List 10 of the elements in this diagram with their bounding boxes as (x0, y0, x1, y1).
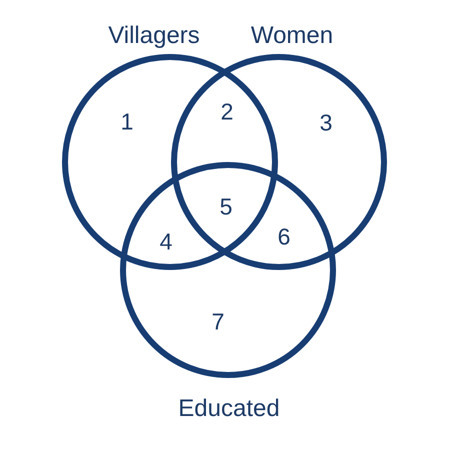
region-number: 3 (320, 112, 332, 134)
set-label: Villagers (108, 24, 200, 48)
region-number: 4 (160, 230, 172, 254)
region-number: 1 (120, 110, 134, 134)
set-label: Women (250, 24, 334, 48)
region-number: 7 (212, 310, 224, 334)
set-label: Educated (178, 397, 280, 421)
region-number: 2 (220, 100, 234, 124)
region-number: 5 (220, 196, 232, 218)
region-number: 6 (278, 226, 290, 248)
